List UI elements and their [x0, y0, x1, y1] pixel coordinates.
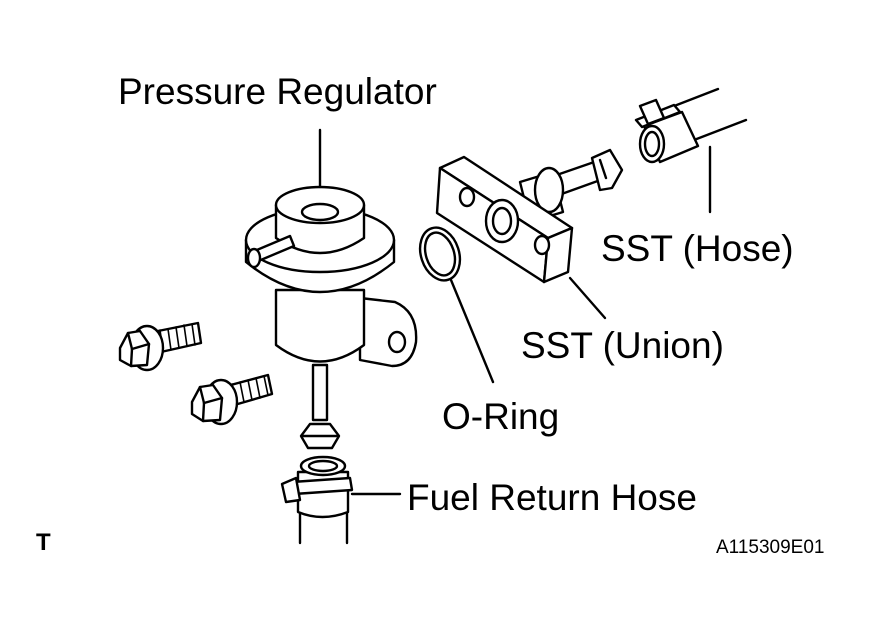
- leader-sst-union: [568, 276, 607, 320]
- label-sst-hose: SST (Hose): [601, 228, 794, 269]
- sst-union: [435, 148, 624, 284]
- label-o-ring: O-Ring: [442, 396, 560, 437]
- fuel-return-hose: [280, 455, 354, 545]
- label-sst-union: SST (Union): [521, 325, 724, 366]
- bolt-lower: [190, 373, 274, 426]
- label-pressure-regulator: Pressure Regulator: [118, 71, 437, 112]
- o-ring: [418, 226, 462, 282]
- bolt-upper: [118, 321, 203, 372]
- sst-hose: [634, 87, 748, 164]
- leader-o-ring: [449, 278, 495, 384]
- corner-mark: T: [36, 529, 51, 556]
- figure-id: A115309E01: [716, 537, 825, 558]
- pressure-regulator: [244, 185, 418, 450]
- leader-lines: [318, 128, 712, 496]
- label-fuel-return-hose: Fuel Return Hose: [407, 477, 697, 518]
